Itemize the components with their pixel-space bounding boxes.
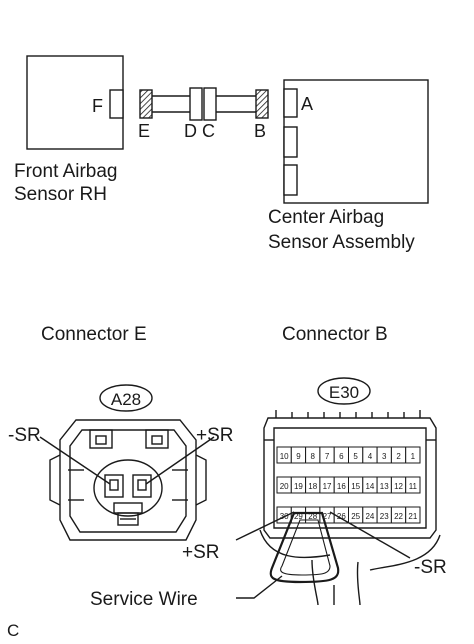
pin-number: 9 — [296, 452, 301, 461]
pin-number: 3 — [382, 452, 387, 461]
connector-e-tab — [139, 89, 153, 119]
pin-number: 5 — [353, 452, 358, 461]
e-plus-sr-label: +SR — [196, 425, 234, 446]
front-sensor-label-2: Sensor RH — [14, 184, 107, 205]
pin-number: 12 — [394, 482, 403, 491]
pin-number: 6 — [339, 452, 344, 461]
service-wire-leader — [236, 575, 283, 599]
connector-d-tab — [189, 87, 203, 121]
connector-b-harness — [259, 529, 441, 606]
pin-e-label: E — [138, 121, 150, 141]
connector-e-title: Connector E — [41, 324, 147, 345]
center-sensor-label-1: Center Airbag — [268, 207, 384, 228]
pin-number: 10 — [280, 452, 289, 461]
pin-number: 16 — [337, 482, 346, 491]
pin-number: 4 — [368, 452, 373, 461]
pin-number: 1 — [411, 452, 416, 461]
pin-number: 21 — [408, 512, 417, 521]
b-plus-sr-leader — [235, 511, 295, 541]
pin-number: 15 — [351, 482, 360, 491]
b-minus-sr-leader — [329, 511, 411, 559]
pin-number: 14 — [365, 482, 374, 491]
service-wire-inner — [280, 519, 331, 576]
e-minus-sr-leader — [39, 436, 111, 485]
service-wire-label: Service Wire — [90, 589, 198, 610]
badge-e30: E30 — [329, 383, 359, 402]
pin-number: 26 — [337, 512, 346, 521]
pin-b-label: B — [254, 121, 266, 141]
pin-number: 19 — [294, 482, 303, 491]
pin-number: 11 — [409, 482, 418, 491]
connector-b-body — [263, 410, 437, 539]
pin-number: 13 — [380, 482, 389, 491]
pin-number: 7 — [325, 452, 330, 461]
pin-cell — [405, 476, 421, 494]
pin-cell — [405, 446, 421, 464]
pin-number: 22 — [394, 512, 403, 521]
b-minus-sr-label: -SR — [414, 557, 447, 578]
service-wire-loop — [269, 511, 340, 584]
b-plus-sr-label: +SR — [182, 542, 220, 563]
pin-number: 20 — [280, 482, 289, 491]
connector-c-tab — [203, 87, 217, 121]
center-connector-tab-3 — [283, 164, 298, 196]
pin-c-label: C — [202, 121, 215, 141]
front-airbag-sensor-box — [26, 55, 124, 150]
front-sensor-label-1: Front Airbag — [14, 161, 118, 182]
connector-e-body — [49, 419, 207, 541]
pin-number: 23 — [380, 512, 389, 521]
badge-a28-outline — [99, 384, 153, 412]
pin-number: 8 — [311, 452, 316, 461]
pin-a-label: A — [301, 94, 313, 114]
connector-f-tab — [109, 89, 124, 119]
pin-number: 27 — [323, 512, 332, 521]
pin-number: 29 — [294, 512, 303, 521]
pin-cell — [405, 506, 421, 524]
pin-number: 28 — [308, 512, 317, 521]
connector-b-tab — [255, 89, 269, 119]
badge-a28: A28 — [111, 390, 141, 409]
pin-number: 18 — [308, 482, 317, 491]
connector-a-tab — [283, 88, 298, 118]
pin-number: 25 — [351, 512, 360, 521]
pin-f-label: F — [92, 96, 103, 116]
badge-e30-outline — [317, 377, 371, 405]
pin-number: 24 — [365, 512, 374, 521]
pin-number: 17 — [323, 482, 332, 491]
pin-number: 2 — [396, 452, 401, 461]
e-plus-sr-leader — [145, 436, 215, 485]
corner-code: C — [7, 621, 19, 640]
pin-d-label: D — [184, 121, 197, 141]
connector-b-title: Connector B — [282, 324, 388, 345]
center-sensor-label-2: Sensor Assembly — [268, 232, 415, 253]
e-minus-sr-label: -SR — [8, 425, 41, 446]
center-connector-tab-2 — [283, 126, 298, 158]
